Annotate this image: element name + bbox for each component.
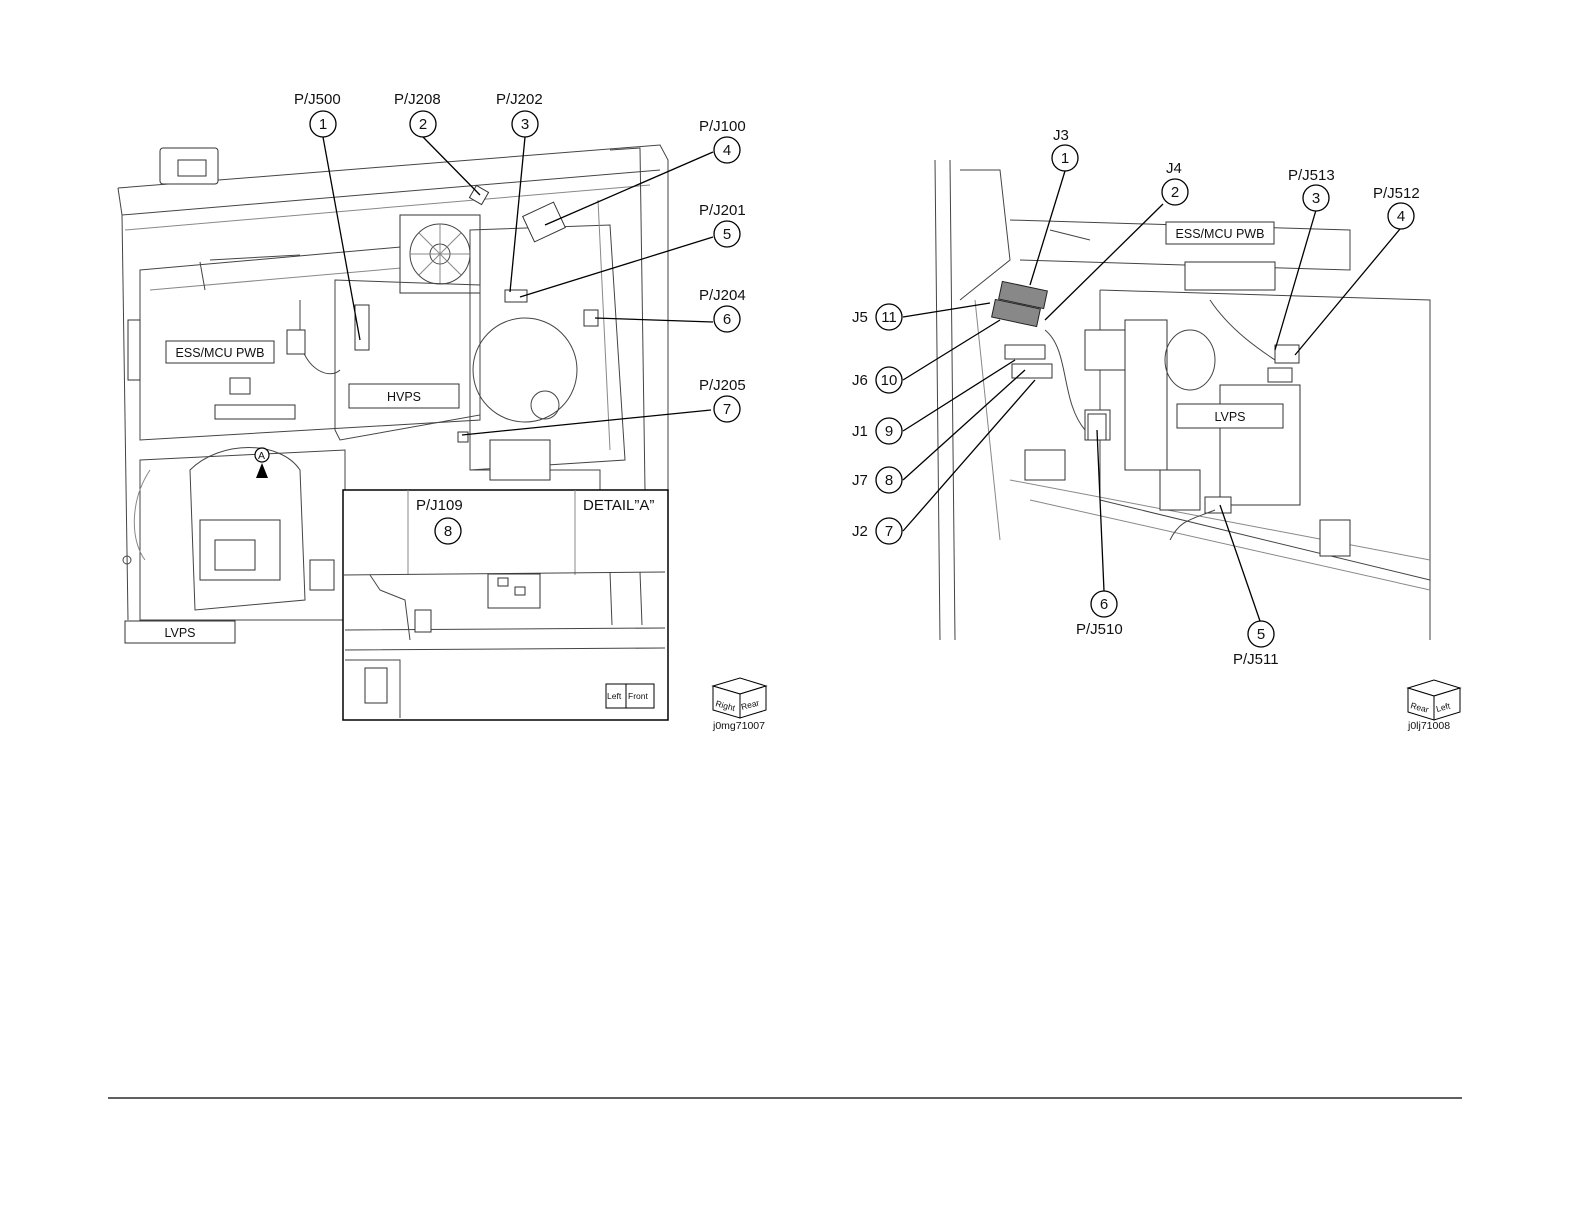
callout-number: 1 [1061,150,1069,167]
right-ess-mcu-pwb-label: ESS/MCU PWB [1176,227,1265,241]
right-figure-id: j0lj71008 [1407,720,1450,732]
callout-label: P/J512 [1373,185,1420,202]
callout-r3: P/J513 3 [1288,167,1335,211]
callout-4: P/J100 4 [699,118,746,163]
callout-label: P/J513 [1288,167,1335,184]
callout-label: J1 [852,423,868,440]
callout-number: 8 [444,523,452,540]
left-orientation-cube: Right Rear [713,678,766,718]
callout-number: 1 [319,116,327,133]
left-ess-mcu-pwb-label: ESS/MCU PWB [176,346,265,360]
callout-number: 10 [881,372,898,389]
detail-a-inset: P/J109 8 DETAIL”A” Left Front [343,490,668,720]
callout-7: P/J205 7 [699,377,746,422]
callout-r10: J6 10 [852,367,902,393]
left-lvps-label: LVPS [164,626,195,640]
callout-label: J5 [852,309,868,326]
callout-number: 6 [723,311,731,328]
callout-r4: P/J512 4 [1373,185,1420,229]
callout-r2: J4 2 [1162,160,1188,205]
svg-text:Front: Front [628,691,648,701]
callout-r5: 5 P/J511 [1233,621,1279,668]
callout-number: 4 [1397,208,1405,225]
callout-1: P/J500 1 [294,91,341,137]
left-hvps-label: HVPS [387,390,421,404]
callout-label: P/J500 [294,91,341,108]
callout-label: P/J208 [394,91,441,108]
callout-r8: J7 8 [852,467,902,493]
callout-number: 9 [885,423,893,440]
callout-label: P/J202 [496,91,543,108]
callout-r7: J2 7 [852,518,902,544]
callout-6: P/J204 6 [699,287,746,332]
callout-label: P/J109 [416,497,463,514]
callout-label: P/J511 [1233,651,1279,668]
callout-label: P/J204 [699,287,746,304]
callout-3: P/J202 3 [496,91,543,137]
callout-number: 8 [885,472,893,489]
callout-number: 3 [1312,190,1320,207]
right-figure: ESS/MCU PWB LVPS J3 1 J4 2 [852,127,1460,732]
callout-number: 11 [881,309,897,326]
callout-number: 5 [1257,626,1265,643]
callout-label: J6 [852,372,868,389]
detail-orientation-cube: Left Front [606,684,654,708]
callout-number: 7 [885,523,893,540]
callout-label: P/J205 [699,377,746,394]
callout-label: J2 [852,523,868,540]
right-lvps-label: LVPS [1214,410,1245,424]
svg-text:Left: Left [607,691,622,701]
callout-number: 2 [1171,184,1179,201]
callout-r1: J3 1 [1052,127,1078,171]
callout-label: P/J100 [699,118,746,135]
callout-r6: 6 P/J510 [1076,591,1123,638]
callout-label: J4 [1166,160,1182,177]
callout-number: 2 [419,116,427,133]
right-orientation-cube: Rear Left [1408,680,1460,720]
callout-r9: J1 9 [852,418,902,444]
callout-label: P/J201 [699,202,746,219]
callout-label: J7 [852,472,868,489]
left-figure-id: j0mg71007 [712,720,765,732]
detail-a-title: DETAIL”A” [583,497,654,514]
callout-number: 7 [723,401,731,418]
callout-number: 4 [723,142,731,159]
callout-number: 5 [723,226,731,243]
callout-number: 3 [521,116,529,133]
callout-5: P/J201 5 [699,202,746,247]
callout-label: J3 [1053,127,1069,144]
callout-label: P/J510 [1076,621,1123,638]
callout-number: 6 [1100,596,1108,613]
callout-2: P/J208 2 [394,91,441,137]
left-figure: ESS/MCU PWB HVPS LVPS A P/J500 1 [118,91,766,732]
svg-text:A: A [258,450,265,462]
detail-a-marker: A [255,448,269,478]
callout-r11: J5 11 [852,304,902,330]
